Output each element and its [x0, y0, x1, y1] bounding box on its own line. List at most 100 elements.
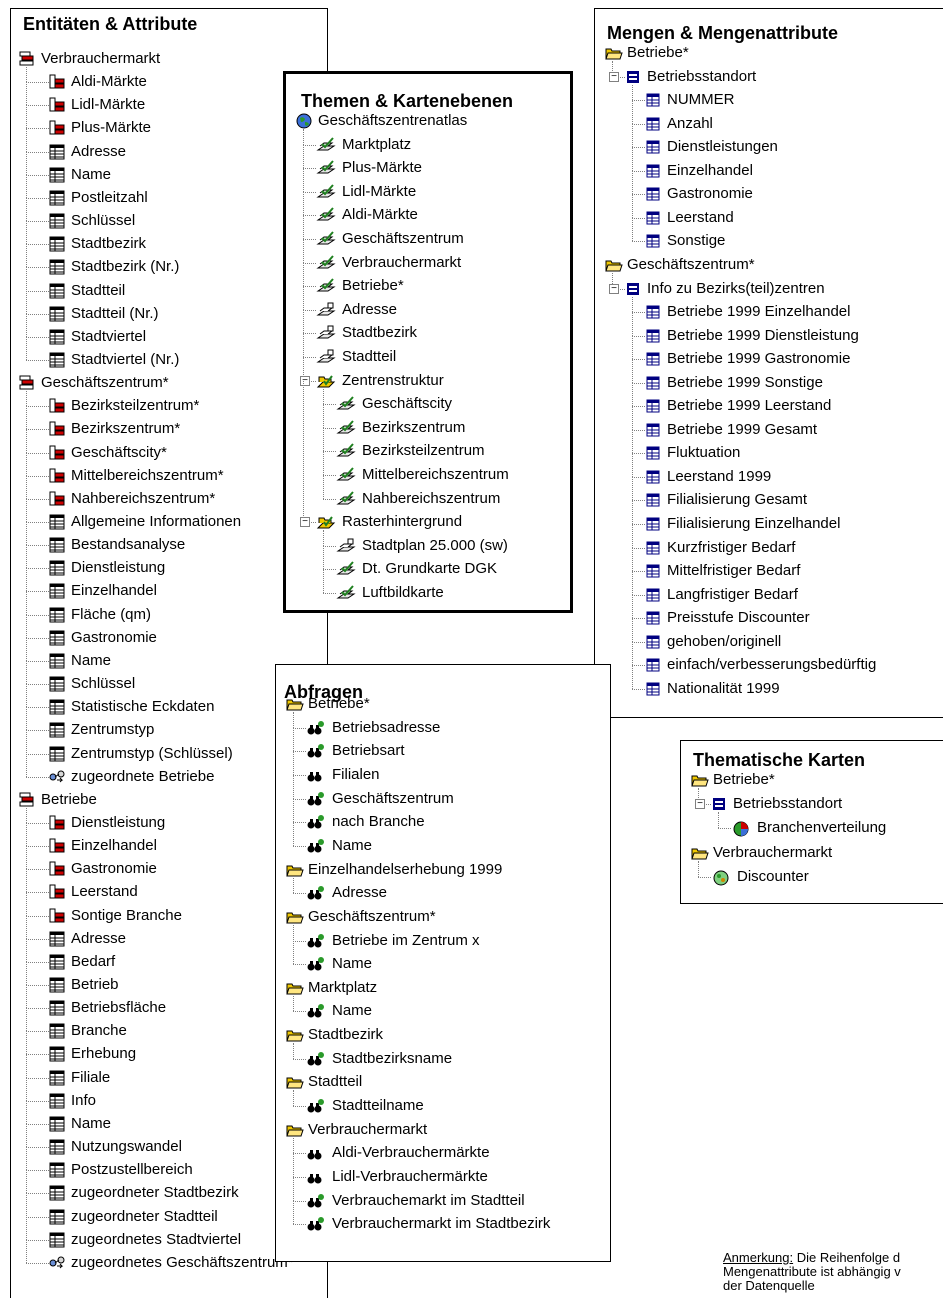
- tree-connector: [26, 707, 49, 709]
- themen-tree-item-label: Luftbildkarte: [362, 584, 444, 601]
- collapse-toggle-icon[interactable]: −: [609, 283, 619, 294]
- entitaeten-tree-item-label: Betriebsfläche: [71, 999, 167, 1017]
- tree-connector: [26, 1077, 27, 1101]
- tree-connector: [293, 822, 294, 846]
- collapse-toggle-icon[interactable]: −: [609, 71, 619, 82]
- tree-connector: [26, 753, 27, 777]
- tree-connector: [26, 313, 27, 337]
- tree-connector: [26, 1170, 49, 1172]
- tree-connector: [293, 877, 294, 894]
- tree-connector: [293, 964, 306, 966]
- tree-connector: [632, 335, 645, 337]
- tree-connector: [26, 1216, 27, 1240]
- tree-connector: [26, 915, 27, 939]
- tree-connector: [303, 239, 316, 240]
- folder-open-icon: [286, 862, 304, 878]
- tree-connector: [26, 1239, 49, 1241]
- themen-tree-item-label: Bezirksteilzentrum: [362, 442, 485, 460]
- tree-connector: [293, 1177, 306, 1178]
- small-table-icon: [645, 163, 661, 179]
- tree-connector: [293, 1058, 306, 1060]
- binoculars-icon: [306, 1169, 322, 1185]
- tree-connector: [323, 569, 324, 593]
- entitaeten-tree-item-label: Schlüssel: [71, 212, 136, 230]
- attribute-table-icon: [49, 514, 65, 530]
- tree-connector: [303, 168, 304, 192]
- thematisch-tree-item-label: Verbrauchermarkt: [713, 843, 833, 861]
- entitaeten-tree-item-label: Bezirkszentrum*: [71, 420, 181, 438]
- tree-connector: [26, 1262, 49, 1264]
- entitaeten-tree-item-label: Filiale: [71, 1068, 111, 1086]
- mengen-tree-item-label: Info zu Bezirks(teil)zentren: [647, 279, 825, 297]
- attribute-table-icon: [49, 746, 65, 762]
- entitaeten-tree-item-label: Einzelhandel: [71, 582, 157, 600]
- small-table-icon: [645, 375, 661, 391]
- folder-open-icon: [605, 257, 623, 273]
- tree-connector: [26, 290, 49, 292]
- attribute-table-icon: [49, 1093, 65, 1109]
- layer-checked-icon: [316, 184, 336, 200]
- tree-connector: [632, 194, 633, 218]
- tree-connector: [26, 1031, 27, 1055]
- collapse-toggle-icon[interactable]: −: [300, 517, 310, 528]
- layer-unchecked-icon: [316, 302, 336, 318]
- attribute-table-icon: [49, 1185, 65, 1201]
- tree-connector: [26, 429, 27, 453]
- themen-tree-item-label: Lidl-Märkte: [342, 182, 417, 200]
- tree-connector: [632, 641, 645, 643]
- tree-connector: [26, 244, 27, 268]
- anmerkung-line-3: der Datenquelle: [723, 1278, 815, 1293]
- attribute-table-icon: [49, 259, 65, 275]
- mengen-tree-item-label: gehoben/originell: [667, 632, 782, 650]
- tree-connector: [303, 309, 304, 334]
- entitaeten-tree-item-label: Postleitzahl: [71, 188, 148, 206]
- tree-connector: [632, 84, 633, 101]
- tree-connector: [323, 427, 324, 452]
- tree-connector: [612, 61, 613, 77]
- tree-connector: [303, 168, 316, 170]
- collapse-toggle-icon[interactable]: −: [695, 799, 705, 810]
- mengen-tree-item-label: Preisstufe Discounter: [667, 609, 810, 627]
- subentity-icon: [49, 398, 65, 414]
- entitaeten-tree-item-label: Mittelbereichszentrum*: [71, 466, 224, 484]
- thematisch-panel: Thematische Karten Betriebe*Betriebsstan…: [680, 740, 943, 904]
- tree-connector: [26, 730, 49, 732]
- entitaeten-tree-item-label: Gastronomie: [71, 860, 157, 878]
- mengen-tree-item-label: Langfristiger Bedarf: [667, 585, 798, 603]
- layer-checked-icon: [336, 490, 356, 507]
- mengen-title: Mengen & Mengenattribute: [607, 23, 839, 43]
- attribute-table-icon: [49, 537, 65, 553]
- collapse-toggle-icon[interactable]: −: [300, 375, 310, 386]
- tree-connector: [293, 1200, 294, 1225]
- tree-connector: [26, 105, 27, 129]
- tree-connector: [632, 170, 633, 195]
- themen-tree-item-label: Nahbereichszentrum: [362, 489, 501, 507]
- tree-connector: [26, 915, 49, 917]
- tree-connector: [26, 498, 27, 522]
- tree-connector: [26, 846, 27, 870]
- entitaeten-tree-item-label: zugeordnetes Stadtviertel: [71, 1230, 242, 1248]
- entitaeten-tree-item-label: Sontige Branche: [71, 906, 182, 924]
- query-binoculars-icon: [306, 1193, 324, 1209]
- tree-connector: [26, 105, 49, 107]
- tree-connector: [26, 1008, 49, 1010]
- folder-open-icon: [286, 980, 304, 996]
- mengen-tree-item-label: Filialisierung Einzelhandel: [667, 515, 841, 532]
- tree-connector: [26, 684, 49, 686]
- tree-connector: [632, 429, 633, 454]
- tree-connector: [26, 637, 49, 639]
- mengen-tree-item-label: Leerstand 1999: [667, 467, 772, 485]
- tree-connector: [303, 215, 304, 239]
- tree-connector: [632, 170, 645, 172]
- layer-group-icon: [316, 373, 336, 389]
- tree-connector: [26, 244, 49, 246]
- tree-connector: [293, 1177, 294, 1201]
- tree-connector: [323, 475, 324, 499]
- entitaeten-tree-item-label: Schlüssel: [71, 675, 136, 693]
- abfragen-tree-item-label: Lidl-Verbrauchermärkte: [332, 1168, 488, 1185]
- tree-connector: [26, 336, 27, 360]
- folder-open-icon: [286, 1027, 304, 1043]
- folder-open-icon: [286, 696, 304, 712]
- mengen-tree-item-label: Nationalität 1999: [667, 679, 780, 697]
- attribute-table-icon: [49, 977, 65, 993]
